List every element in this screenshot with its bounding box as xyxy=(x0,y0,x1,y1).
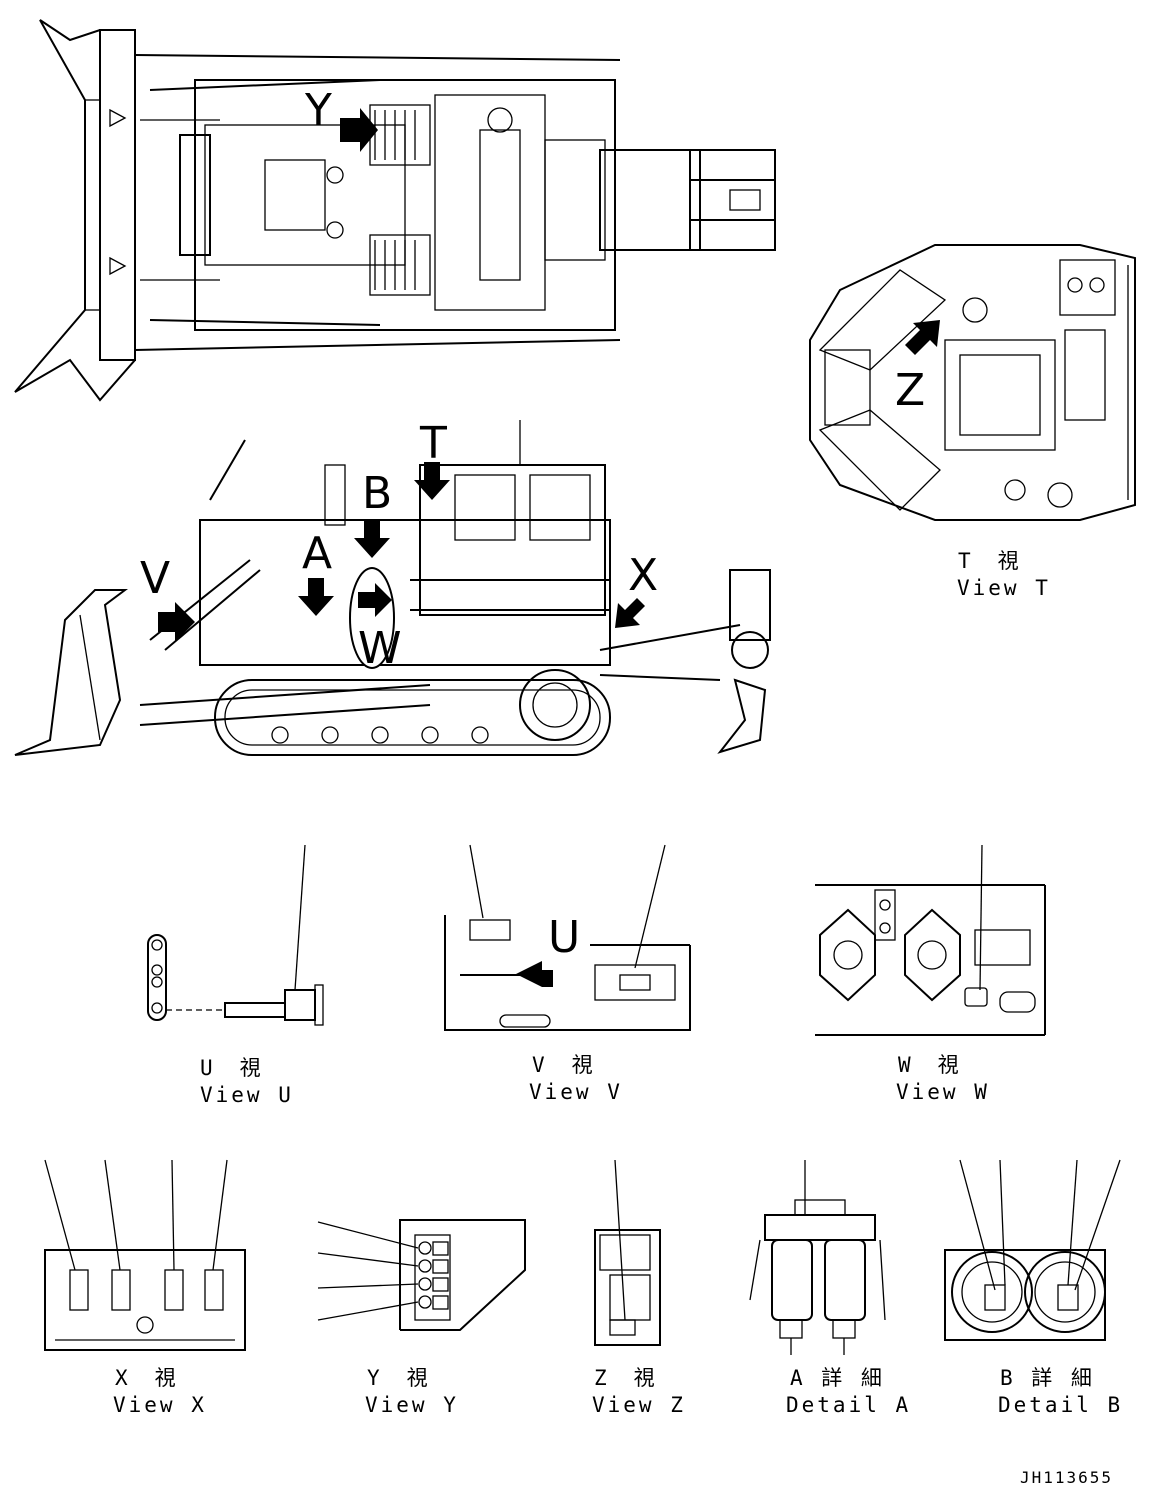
view-z-caption-jp: Z 視 xyxy=(594,1366,658,1390)
view-w-caption-jp: W 視 xyxy=(898,1053,962,1077)
view-z-drawing: Z 視 View Z xyxy=(592,1159,686,1417)
callout-v: V xyxy=(140,553,170,604)
view-z-caption-en: View Z xyxy=(592,1393,686,1417)
view-x-caption-en: View X xyxy=(113,1393,207,1417)
view-u-drawing: U 視 View U xyxy=(147,844,324,1107)
callout-w: W xyxy=(358,623,402,674)
detail-a-caption-jp: A 詳 細 xyxy=(790,1366,885,1390)
view-y-caption-jp: Y 視 xyxy=(367,1366,431,1390)
detail-b-caption-jp: B 詳 細 xyxy=(1000,1366,1095,1390)
view-t-drawing: Z T 視 View T xyxy=(809,244,1136,600)
callout-z: Z xyxy=(895,365,925,416)
detail-a-drawing: A 詳 細 Detail A xyxy=(749,1160,911,1417)
callout-b: B xyxy=(362,468,392,519)
view-t-caption-jp: T 視 xyxy=(958,549,1022,573)
callout-a: A xyxy=(302,528,332,579)
callout-y: Y xyxy=(304,85,332,136)
callout-t: T xyxy=(419,418,447,469)
view-t-caption-en: View T xyxy=(957,576,1051,600)
detail-b-drawing: B 詳 細 Detail B xyxy=(944,1159,1123,1417)
callout-x: X xyxy=(628,550,658,601)
view-y-caption-en: View Y xyxy=(365,1393,459,1417)
detail-a-caption-en: Detail A xyxy=(786,1393,911,1417)
view-v-caption-jp: V 視 xyxy=(532,1053,596,1077)
view-u-caption-en: View U xyxy=(200,1083,294,1107)
view-v-caption-en: View V xyxy=(529,1080,623,1104)
side-view-drawing: W T B A V X xyxy=(14,418,771,756)
view-v-drawing: U V 視 View V xyxy=(444,844,691,1104)
view-x-caption-jp: X 視 xyxy=(115,1366,179,1390)
view-u-caption-jp: U 視 xyxy=(200,1056,264,1080)
view-w-caption-en: View W xyxy=(896,1080,990,1104)
drawing-number: JH113655 xyxy=(1020,1468,1113,1487)
view-x-drawing: X 視 View X xyxy=(44,1159,246,1417)
view-w-drawing: W 視 View W xyxy=(815,844,1046,1104)
top-view-drawing: Y xyxy=(14,19,776,402)
callout-u: U xyxy=(548,912,580,963)
view-y-drawing: Y 視 View Y xyxy=(317,1219,526,1417)
detail-b-caption-en: Detail B xyxy=(998,1393,1123,1417)
